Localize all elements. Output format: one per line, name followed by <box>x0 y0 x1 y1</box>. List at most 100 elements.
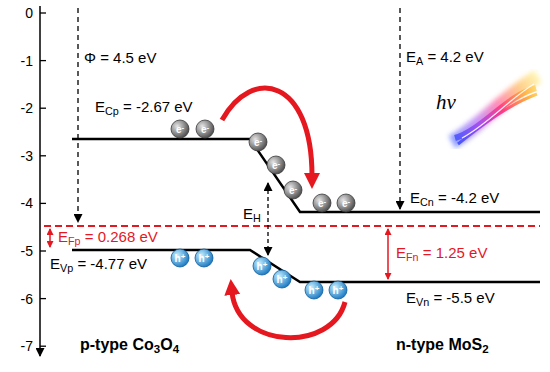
text-part: 2 <box>482 343 488 355</box>
material-label: n-type MoS2 <box>396 336 489 356</box>
fermi-label: EFp = 0.268 eV <box>58 228 158 247</box>
text-part: e <box>272 159 278 170</box>
affinity-label: EA = 4.2 eV <box>406 48 484 67</box>
text-part: e <box>201 123 207 134</box>
text-part: Fn <box>406 251 419 263</box>
text-part: + <box>205 252 210 261</box>
fermi-offset-arrow <box>49 229 51 247</box>
axis-tick-label: -5 <box>21 243 33 259</box>
fermi-offset-arrow <box>387 229 389 279</box>
text-part: - <box>206 123 209 132</box>
electron-transfer-arrow <box>222 88 312 176</box>
light-ray <box>455 88 536 138</box>
text-part: Φ = 4.5 eV <box>84 49 156 66</box>
carriers <box>171 120 355 299</box>
hole-label: h+ <box>257 261 268 272</box>
text-part: - <box>294 184 297 193</box>
band-label: ECn = -4.2 eV <box>410 189 499 208</box>
text-part: hν <box>436 90 456 114</box>
electron-label: e- <box>254 137 262 148</box>
text-part: = 0.268 eV <box>81 228 158 245</box>
band-label: EVp = -4.77 eV <box>50 255 147 274</box>
text-part: Fp <box>68 235 81 247</box>
hole-ball <box>171 249 189 267</box>
text-part: 0 <box>25 5 33 21</box>
electron-label: e- <box>201 124 209 135</box>
text-part: -2 <box>21 100 33 116</box>
axis-line <box>39 6 41 356</box>
text-part: e <box>176 123 182 134</box>
text-part: 3 <box>154 343 160 355</box>
text-part: = -5.5 eV <box>429 289 494 306</box>
axis-tick <box>40 12 46 13</box>
text-part: E <box>243 205 253 222</box>
text-part: e <box>318 197 324 208</box>
electron-ball <box>267 156 285 174</box>
barrier-label: EH <box>243 205 261 224</box>
energy-axis <box>40 6 46 356</box>
text-part: E <box>406 48 416 65</box>
text-part: E <box>410 189 420 206</box>
text-part: - <box>181 123 184 132</box>
axis-tick <box>40 250 46 251</box>
axis-tick-label: -2 <box>21 100 33 116</box>
text-part: Vp <box>60 262 73 274</box>
text-part: = -4.77 eV <box>73 255 147 272</box>
axis-tick <box>40 155 46 156</box>
text-part: - <box>347 197 350 206</box>
photon-label: hν <box>436 90 456 115</box>
axis-tick <box>40 203 46 204</box>
axis-tick-label: -6 <box>21 291 33 307</box>
text-part: h <box>257 260 263 271</box>
text-part: h <box>309 284 315 295</box>
text-part: -4 <box>21 195 33 211</box>
axis-tick-label: -1 <box>21 53 33 69</box>
text-part: e <box>254 136 260 147</box>
electron-ball <box>249 133 267 151</box>
text-part: h <box>199 252 205 263</box>
axis-tick-label: -7 <box>21 338 33 354</box>
text-part: -1 <box>21 53 33 69</box>
text-part: e <box>342 197 348 208</box>
text-part: - <box>259 136 262 145</box>
text-part: + <box>263 260 268 269</box>
text-part: = 1.25 eV <box>419 244 488 261</box>
text-part: h <box>277 273 283 284</box>
text-part: Cn <box>420 196 434 208</box>
electron-affinity-arrow <box>399 8 400 209</box>
text-part: + <box>181 252 186 261</box>
fermi-label: EFn = 1.25 eV <box>396 244 487 263</box>
axis-tick <box>40 346 46 347</box>
axis-tick <box>40 298 46 299</box>
text-part: H <box>253 212 261 224</box>
text-part: -5 <box>21 243 33 259</box>
text-part: 4 <box>173 343 179 355</box>
light-beam <box>452 76 538 144</box>
hole-label: h+ <box>175 253 186 264</box>
band-label: ECp = -2.67 eV <box>95 98 193 117</box>
axis-tick <box>40 108 46 109</box>
electron-label: e- <box>272 160 280 171</box>
text-part: + <box>283 273 288 282</box>
material-label: p-type Co3O4 <box>80 336 179 356</box>
hole-ball <box>195 249 213 267</box>
hole-ball <box>273 270 291 288</box>
electron-label: e- <box>318 198 326 209</box>
text-part: E <box>58 228 68 245</box>
text-part: - <box>323 197 326 206</box>
text-part: = -2.67 eV <box>119 98 193 115</box>
electron-label: e- <box>289 185 297 196</box>
text-part: + <box>339 284 344 293</box>
hole-ball <box>329 281 347 299</box>
hole-ball <box>305 281 323 299</box>
electron-ball <box>196 120 214 138</box>
text-part: p-type Co <box>80 336 154 353</box>
text-part: e <box>289 184 295 195</box>
text-part: h <box>333 284 339 295</box>
electron-label: e- <box>176 124 184 135</box>
electron-ball <box>284 181 302 199</box>
hole-label: h+ <box>333 285 344 296</box>
fermi-level <box>44 225 540 227</box>
text-part: h <box>175 252 181 263</box>
